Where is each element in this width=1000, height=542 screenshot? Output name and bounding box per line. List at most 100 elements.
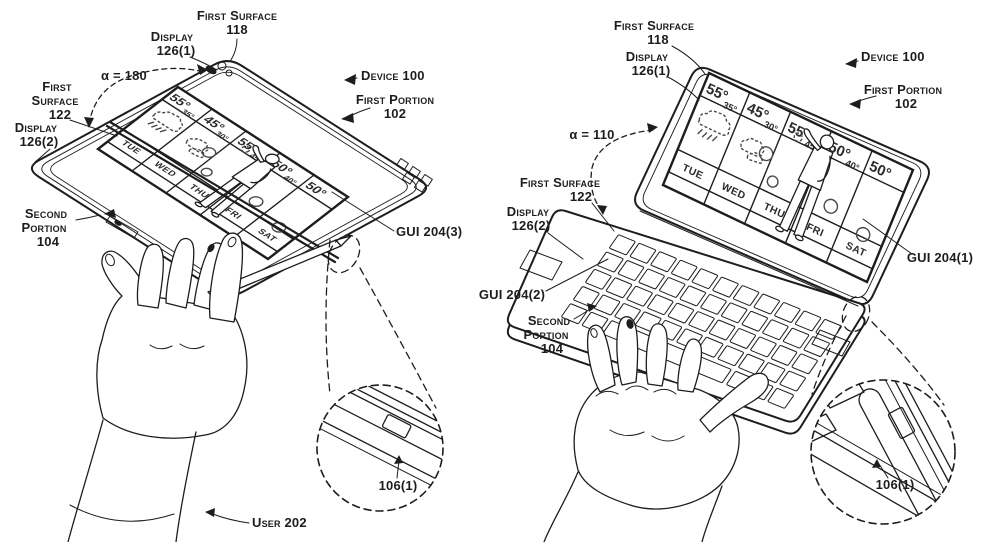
keyboard-key (597, 252, 623, 272)
label-first-surface-num: 118 (647, 32, 669, 47)
label-gui-204-1: GUI 204(1) (907, 250, 973, 265)
label-gui-204-2: GUI 204(2) (479, 287, 545, 302)
touchpad-detail (519, 249, 563, 281)
status-icons (395, 157, 433, 193)
keyboard-key (733, 285, 759, 305)
keyboard-key (573, 286, 599, 306)
keyboard-key (585, 269, 611, 289)
keyboard-key (700, 294, 726, 314)
keyboard-key (754, 294, 780, 314)
finger (616, 316, 639, 386)
figure-right-laptop-device: First Surface 118 Display 126(1) Device … (479, 18, 973, 542)
label-alpha: α = 180 (101, 68, 147, 83)
label-first-portion-num: 102 (895, 96, 917, 111)
keyboard-key (730, 328, 756, 348)
keyboard-key (721, 303, 747, 323)
keyboard-key (638, 269, 664, 289)
label-gui-204-3: GUI 204(3) (396, 224, 462, 239)
finger (677, 338, 703, 393)
label-second-l2: Portion (523, 327, 568, 342)
finger (586, 324, 616, 393)
keyboard-key (771, 345, 797, 365)
label-display2-num: 126(2) (512, 218, 551, 233)
label-hinge-106-1: 106(1) (876, 477, 915, 492)
label-display1-num: 126(1) (157, 43, 196, 58)
label-user-202: User 202 (252, 515, 307, 530)
keyboard-key (768, 388, 794, 408)
label-device: Device 100 (361, 68, 425, 83)
wrist-arm (67, 419, 197, 542)
keyboard-key (783, 328, 809, 348)
label-surface2-num: 122 (49, 107, 71, 122)
keyboard-key (804, 336, 830, 356)
keyboard-key (762, 320, 788, 340)
label-display2: Display (507, 204, 549, 219)
laptop-base (506, 209, 866, 435)
label-first-surface: First Surface (197, 8, 277, 23)
keyboard-key (738, 354, 764, 374)
keyboard-key (618, 260, 644, 280)
label-alpha: α = 110 (569, 127, 614, 142)
keyboard-key (688, 311, 714, 331)
label-surface2: First Surface (520, 175, 600, 190)
keyboard-key (718, 346, 744, 366)
keyboard-key (795, 311, 821, 331)
thumb (699, 372, 769, 433)
keyboard-key (792, 354, 818, 374)
keyboard-key (671, 260, 697, 280)
label-hinge-106-1: 106(1) (379, 478, 418, 493)
keyboard-key (742, 311, 768, 331)
keyboard-key (750, 337, 776, 357)
keyboard-key (692, 268, 718, 288)
keyboard-key (709, 320, 735, 340)
keyboard-key (697, 337, 723, 357)
label-display1: Display (151, 29, 193, 44)
label-display2-num: 126(2) (20, 134, 59, 149)
magnifier-callout-left (316, 234, 444, 512)
label-first-portion: First Portion (356, 92, 434, 107)
index-finger (208, 232, 244, 323)
label-surface2-l1: First (42, 79, 72, 94)
keyboard-key (609, 235, 635, 255)
finger (165, 237, 195, 309)
user-hand (67, 232, 352, 542)
deck-detail (811, 329, 851, 357)
side-port (105, 215, 139, 239)
keyboard (561, 235, 842, 409)
label-first-portion: First Portion (864, 82, 942, 97)
fold-seam (105, 120, 340, 264)
label-first-surface: First Surface (614, 18, 694, 33)
label-second-l1: Second (528, 313, 571, 328)
keyboard-key (647, 294, 673, 314)
label-display2: Display (15, 120, 57, 135)
label-first-surface-num: 118 (226, 22, 248, 37)
label-second-l2: Portion (21, 220, 66, 235)
label-surface2-num: 122 (570, 189, 592, 204)
keyboard-key (626, 286, 652, 306)
keyboard-key (606, 278, 632, 298)
keyboard-key (712, 277, 738, 297)
label-second-num: 104 (37, 234, 60, 249)
label-device: Device 100 (861, 49, 925, 64)
label-display1-num: 126(1) (632, 63, 671, 78)
labels-right: First Surface 118 Display 126(1) Device … (479, 18, 973, 492)
keyboard-key (680, 286, 706, 306)
keyboard-key (659, 277, 685, 297)
figure-left-flat-device: First Surface 118 Display 126(1) α = 180… (15, 8, 462, 542)
label-surface2-l2: Surface (31, 93, 78, 108)
keyboard-key (774, 302, 800, 322)
keyboard-key (650, 252, 676, 272)
keyboard-key (594, 295, 620, 315)
label-second-l1: Second (25, 206, 68, 221)
wrist-arm (543, 471, 723, 542)
keyboard-key (561, 304, 587, 324)
keyboard-key (630, 243, 656, 263)
label-second-num: 104 (541, 341, 564, 356)
label-first-portion-num: 102 (384, 106, 406, 121)
labels-left: First Surface 118 Display 126(1) α = 180… (15, 8, 462, 530)
finger (136, 243, 164, 309)
finger (645, 323, 668, 387)
keyboard-key (780, 371, 806, 391)
